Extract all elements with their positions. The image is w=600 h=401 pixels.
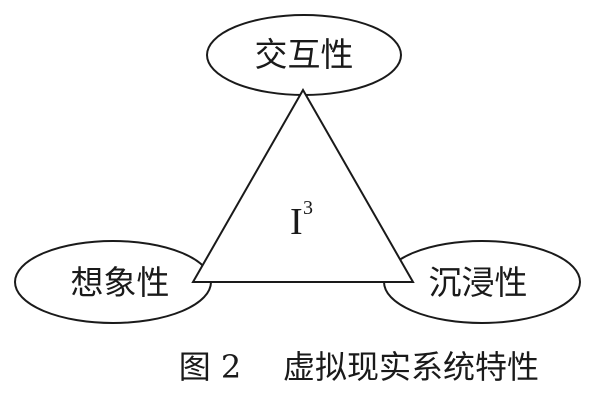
immersion-label: 沉浸性 xyxy=(429,263,528,302)
figure-caption: 虚拟现实系统特性 xyxy=(283,348,539,386)
center-label-superscript: 3 xyxy=(303,197,313,219)
figure-number: 图 2 xyxy=(179,348,242,386)
interactivity-label: 交互性 xyxy=(255,35,354,74)
imagination-label: 想象性 xyxy=(71,263,170,302)
center-label: I xyxy=(290,201,303,243)
triangle xyxy=(191,87,415,283)
